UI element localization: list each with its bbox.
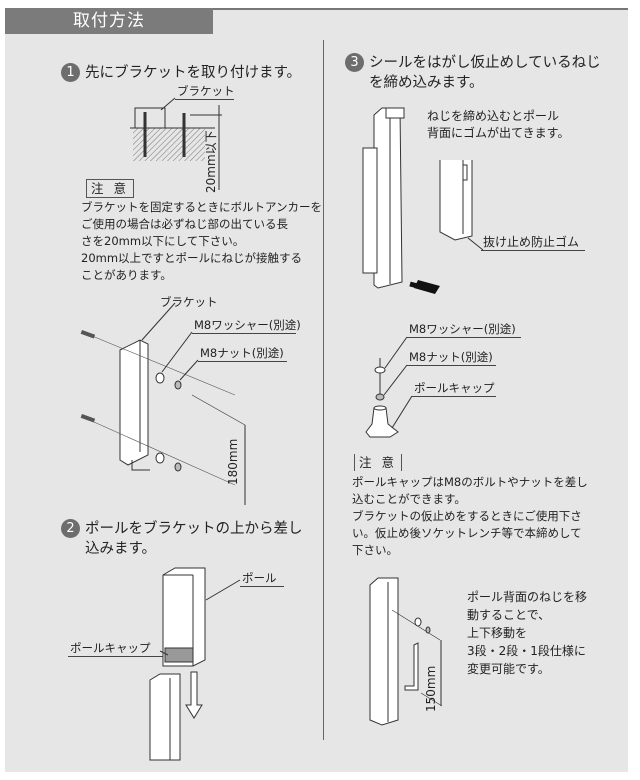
step3-note-title: 注 意	[354, 454, 402, 471]
step3-heading: 3 シールをはがし仮止めしているねじを締め込みます。	[345, 53, 601, 93]
step3-note-line: 下さい。	[352, 543, 398, 557]
step3-washer-label: M8ワッシャー(別途)	[407, 322, 521, 338]
step3-note-line: ポールキャップはM8のボルトやナットを差し	[352, 475, 588, 489]
step1-text: 先にブラケットを取り付けます。	[85, 65, 302, 81]
step1-note-title: 注 意	[86, 179, 134, 198]
section-header: 取付方法	[5, 8, 213, 34]
step1-note-line: ご使用の場合は必ずねじ部の出ている長	[81, 217, 288, 231]
rubber-label: 抜け止め防止ゴム	[481, 235, 585, 251]
step2-heading: 2 ポールをブラケットの上から差し込みます。	[61, 519, 303, 559]
step1-note-line: ことがあります。	[81, 268, 172, 282]
step3-pole-cap-label: ポールキャップ	[412, 381, 496, 397]
step3-note-line: 込むことができます。	[352, 492, 466, 506]
adjust-line: 動することで、	[467, 608, 551, 622]
step3-note-line: い。仮止め後ソケットレンチ等で本締めして	[352, 526, 582, 540]
step3-text: シールをはがし仮止めしているねじ	[369, 55, 601, 71]
washer-label: M8ワッシャー(別途)	[192, 318, 301, 334]
step3-note-line: ブラケットの仮止めをするときにご使用下さ	[352, 509, 582, 523]
step1-note-line: さを20mm以下にして下さい。	[81, 234, 245, 248]
step2-number: 2	[61, 519, 80, 538]
step1-note-line: 20mm以上ですとポールにねじが接触する	[81, 251, 303, 265]
step3-desc-line: ねじを締め込むとポール	[427, 109, 560, 123]
column-divider	[323, 40, 324, 740]
adjust-line: 3段・2段・1段仕様に	[467, 644, 586, 658]
step1-number: 1	[61, 63, 80, 82]
step3-nut-label: M8ナット(別途)	[407, 350, 496, 366]
step3-text: を締め込みます。	[369, 75, 484, 91]
adjust-line: 変更可能です。	[467, 662, 550, 676]
step3-number: 3	[345, 53, 364, 72]
adjust-line: ポール背面のねじを移	[467, 590, 588, 604]
nut-label: M8ナット(別途)	[198, 346, 287, 362]
step3-desc-line: 背面にゴムが出てきます。	[427, 126, 570, 140]
pole-label: ポール	[240, 571, 284, 587]
instruction-panel	[5, 8, 628, 772]
step2-text: ポールをブラケットの上から差し	[85, 521, 303, 537]
step1-note-line: ブラケットを固定するときにボルトアンカーを	[81, 200, 323, 214]
bracket-label: ブラケット	[175, 84, 235, 100]
pole-cap-label: ポールキャップ	[68, 641, 167, 657]
step2-text: 込みます。	[85, 541, 157, 557]
dimension-150mm: 150mm	[424, 665, 438, 712]
exploded-bracket-label: ブラケット	[160, 295, 218, 309]
adjust-line: 上下移動を	[467, 626, 528, 640]
step1-heading: 1 先にブラケットを取り付けます。	[61, 63, 301, 83]
